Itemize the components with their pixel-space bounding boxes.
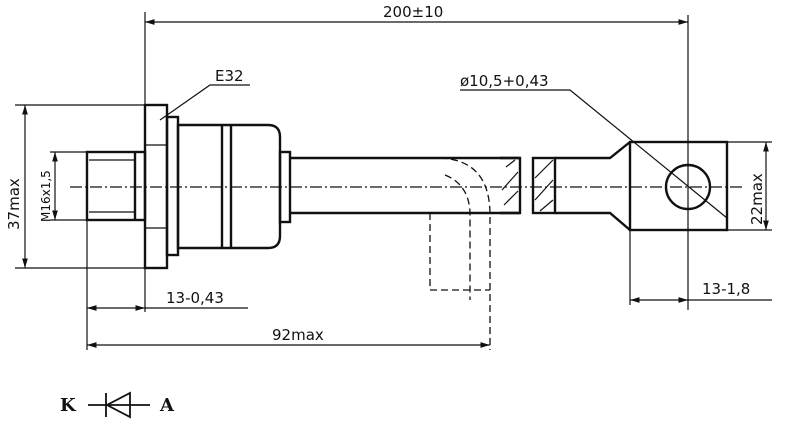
lead-shaft xyxy=(290,141,631,231)
bent-lead-dashed xyxy=(429,157,491,350)
dim-overall-length: 200±10 xyxy=(383,3,443,21)
dim-thread: M16x1,5 xyxy=(39,170,53,222)
dim-body-length: 92max xyxy=(272,326,324,344)
dim-thread-length: 13-0,43 xyxy=(166,289,224,307)
terminal-lug xyxy=(628,15,729,310)
diode-body xyxy=(176,123,292,250)
thread-stud xyxy=(85,150,147,222)
dim-max-diameter: 37max xyxy=(5,178,23,230)
dim-lug-offset: 13-1,8 xyxy=(702,280,750,298)
washer xyxy=(165,115,180,257)
dim-hole-diameter: ø10,5+0,43 xyxy=(460,72,549,90)
diode-symbol xyxy=(88,391,150,419)
dim-hex-size: E32 xyxy=(215,67,244,85)
anode-label: A xyxy=(159,395,175,416)
dim-lug-width: 22max xyxy=(748,173,766,225)
cathode-label: K xyxy=(60,395,77,416)
